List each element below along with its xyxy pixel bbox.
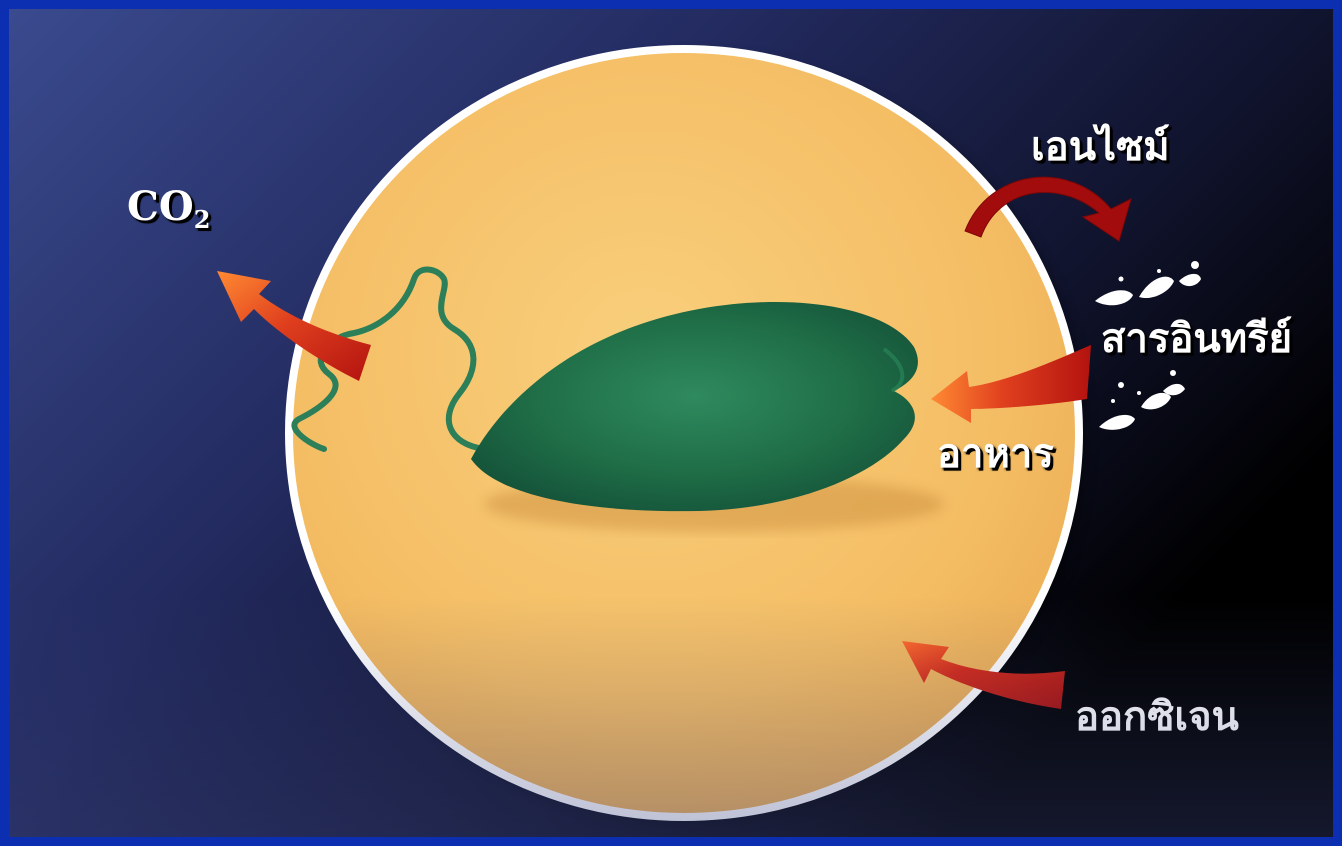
oxygen-label: ออกซิเจน — [1075, 697, 1239, 737]
co2-label-subscript: 2 — [194, 205, 211, 234]
co2-label: CO2 — [127, 187, 210, 232]
enzyme-label: เอนไซม์ — [1031, 127, 1170, 167]
organic-matter-label: สารอินทรีย์ — [1101, 319, 1292, 359]
co2-label-main: CO — [127, 183, 194, 230]
food-label: อาหาร — [937, 434, 1054, 474]
